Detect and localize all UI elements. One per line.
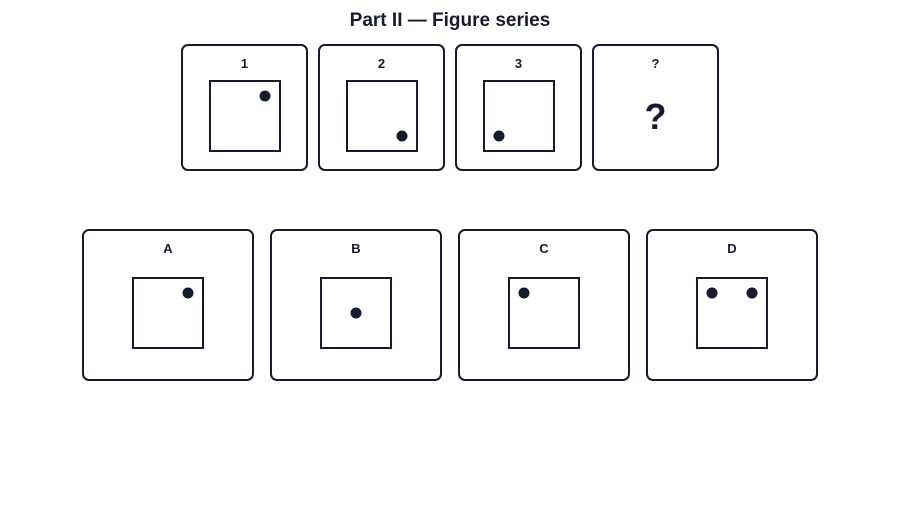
series-panel-label: 1 — [240, 56, 249, 71]
series-panel-3: 3 — [455, 44, 582, 171]
figure-square — [209, 80, 281, 152]
figure-square — [320, 277, 392, 349]
option-d[interactable]: D — [646, 229, 818, 381]
figure-square — [132, 277, 204, 349]
option-b[interactable]: B — [270, 229, 442, 381]
figure-square — [508, 277, 580, 349]
figure-dot — [493, 130, 505, 142]
page-title: Part II — Figure series — [349, 10, 551, 31]
figure-dot — [396, 130, 408, 142]
series-panel-label: ? — [651, 56, 660, 71]
option-label: B — [351, 241, 361, 256]
series-panel-unknown: ? ? — [592, 44, 719, 171]
figure-dot — [182, 287, 194, 299]
series-panel-label: 2 — [377, 56, 386, 71]
option-label: C — [539, 241, 549, 256]
question-mark: ? — [644, 96, 667, 137]
figure-dot — [350, 307, 362, 319]
figure-dot — [518, 287, 530, 299]
option-label: D — [727, 241, 737, 256]
figure-square — [483, 80, 555, 152]
figure-square — [696, 277, 768, 349]
figure-dot — [706, 287, 718, 299]
figure-dot — [746, 287, 758, 299]
series-panel-2: 2 — [318, 44, 445, 171]
figure-dot — [259, 90, 271, 102]
series-panel-label: 3 — [514, 56, 523, 71]
option-c[interactable]: C — [458, 229, 630, 381]
option-label: A — [163, 241, 173, 256]
series-panel-1: 1 — [181, 44, 308, 171]
option-a[interactable]: A — [82, 229, 254, 381]
figure-square — [346, 80, 418, 152]
